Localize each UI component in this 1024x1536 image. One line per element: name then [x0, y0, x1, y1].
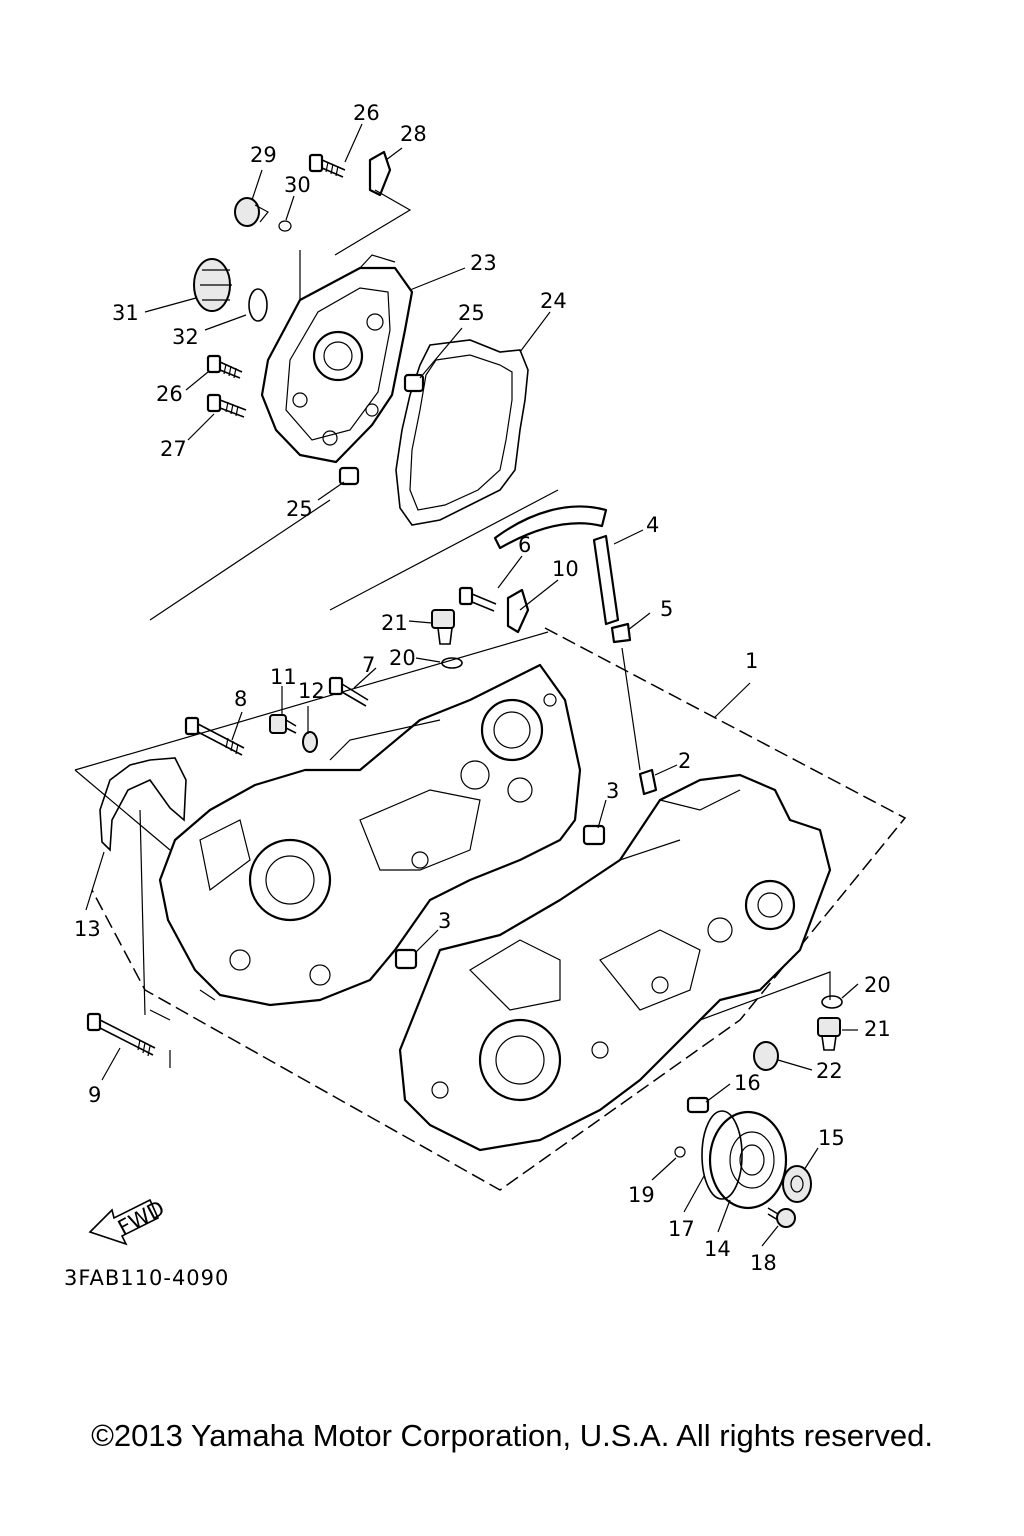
- crankcase-right-half: [398, 773, 832, 1152]
- callout-15: 15: [818, 1126, 845, 1150]
- diagram-code: 3FAB110-4090: [64, 1266, 229, 1290]
- fwd-arrow-icon: FWD: [88, 1196, 169, 1246]
- callout-26: 26: [353, 101, 380, 125]
- callout-4: 4: [646, 513, 659, 537]
- callout-23: 23: [470, 251, 497, 275]
- washer-12: [302, 731, 318, 753]
- clamp-10: [506, 588, 530, 634]
- washer-20-right: [821, 995, 843, 1009]
- callout-11: 11: [270, 665, 297, 689]
- dowel-pin-3a: [582, 824, 606, 846]
- callout-31: 31: [112, 301, 139, 325]
- clip-5: [610, 622, 632, 644]
- callout-19: 19: [628, 1183, 655, 1207]
- oil-seal-15: [782, 1165, 812, 1203]
- callout-29: 29: [250, 143, 277, 167]
- fitting-2: [638, 768, 658, 796]
- cover-gasket-24: [395, 339, 529, 526]
- clamp-28: [368, 150, 392, 197]
- bolt-26-top: [308, 153, 346, 178]
- callout-3: 3: [606, 779, 619, 803]
- callout-17: 17: [668, 1217, 695, 1241]
- callout-22: 22: [816, 1059, 843, 1083]
- callout-13: 13: [74, 917, 101, 941]
- callout-1: 1: [745, 649, 758, 673]
- screw-18: [767, 1207, 796, 1228]
- callout-27: 27: [160, 437, 187, 461]
- callout-30: 30: [284, 173, 311, 197]
- pin-19: [674, 1146, 686, 1158]
- crankcase-cover-23: [260, 254, 414, 464]
- callout-21: 21: [381, 611, 408, 635]
- bolt-27: [206, 393, 247, 418]
- bolt-8: [184, 716, 245, 756]
- bolt-9: [86, 1012, 156, 1057]
- callout-18: 18: [750, 1251, 777, 1275]
- callout-24: 24: [540, 289, 567, 313]
- breather-hose-6: [493, 505, 608, 550]
- callout-21: 21: [864, 1017, 891, 1041]
- bolt-7: [328, 676, 369, 707]
- callout-16: 16: [734, 1071, 761, 1095]
- o-ring-17: [701, 1110, 743, 1200]
- bearing-housing-14: [708, 1110, 788, 1210]
- callout-14: 14: [704, 1237, 731, 1261]
- callout-5: 5: [660, 597, 673, 621]
- o-ring-32: [248, 288, 268, 322]
- callout-6: 6: [518, 533, 531, 557]
- callout-25: 25: [458, 301, 485, 325]
- o-ring-30: [278, 220, 292, 232]
- gasket-13: [99, 757, 187, 852]
- bolt-6: [458, 586, 497, 612]
- copyright-notice: ©2013 Yamaha Motor Corporation, U.S.A. A…: [91, 1418, 933, 1453]
- fwd-label: FWD: [114, 1196, 169, 1240]
- callout-12: 12: [298, 679, 325, 703]
- callout-10: 10: [552, 557, 579, 581]
- drain-plug-21-top: [431, 609, 455, 645]
- leader-lines: [85, 123, 859, 1247]
- callout-2: 2: [678, 749, 691, 773]
- callout-3: 3: [438, 909, 451, 933]
- crankcase-left-half: [158, 663, 582, 1007]
- callout-25: 25: [286, 497, 313, 521]
- callout-9: 9: [88, 1083, 101, 1107]
- callout-8: 8: [234, 687, 247, 711]
- callout-26: 26: [156, 382, 183, 406]
- oil-seal-22: [753, 1041, 779, 1071]
- dowel-pin-25b: [338, 466, 360, 486]
- plug-29: [234, 197, 269, 227]
- dowel-16: [686, 1096, 710, 1114]
- drain-plug-21-right: [817, 1017, 841, 1051]
- cap-31: [193, 258, 232, 312]
- dowel-pin-25a: [403, 373, 425, 393]
- bolt-11: [269, 714, 297, 734]
- dowel-pin-3b: [394, 948, 418, 970]
- callout-28: 28: [400, 122, 427, 146]
- callout-7: 7: [362, 653, 375, 677]
- breather-pipe-4: [592, 534, 620, 626]
- callout-32: 32: [172, 325, 199, 349]
- callout-20: 20: [389, 646, 416, 670]
- bolt-26-left: [206, 354, 243, 379]
- callouts: 26 28 29 30 23 31 24 25 32 26 27 25 4 6 …: [74, 101, 891, 1275]
- callout-20: 20: [864, 973, 891, 997]
